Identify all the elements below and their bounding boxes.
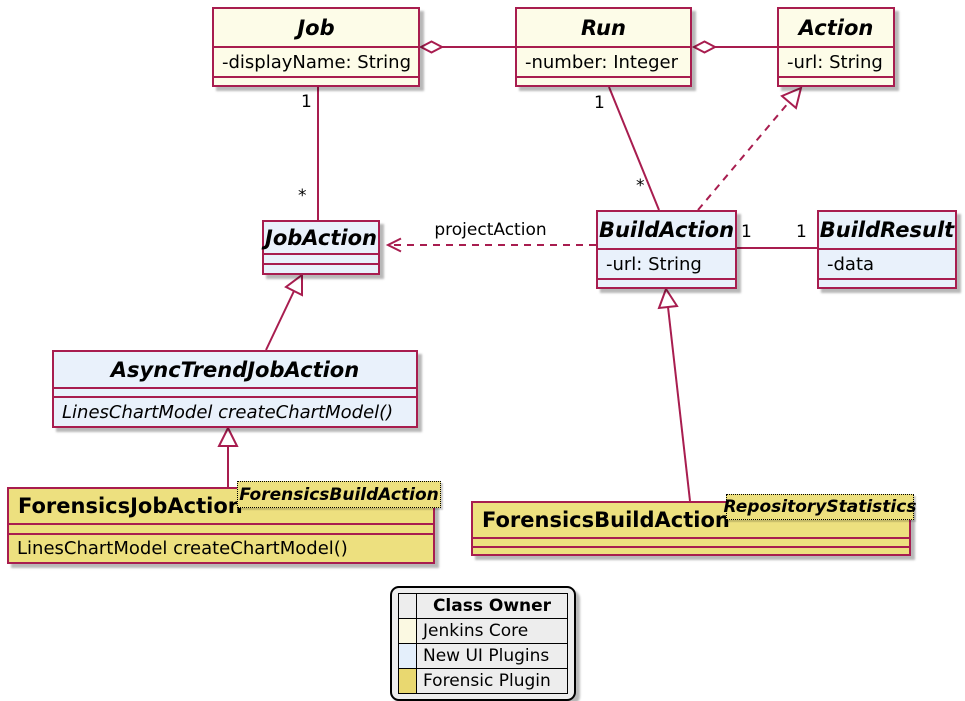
class-asynctrendjobaction-method: LinesChartModel createChartModel() — [54, 396, 416, 426]
class-job-name: Job — [297, 15, 335, 40]
class-buildaction: BuildAction -url: String — [596, 210, 737, 289]
legend-label-jenkins-core: Jenkins Core — [416, 618, 568, 644]
legend-title: Class Owner — [416, 593, 568, 619]
class-buildaction-attribute: -url: String — [598, 248, 735, 278]
class-jobaction: JobAction — [262, 220, 380, 275]
class-run: Run -number: Integer — [515, 7, 692, 87]
class-job-attribute: -displayName: String — [214, 46, 418, 76]
dependency-label-projectaction: projectAction — [434, 220, 547, 240]
edge-asynctrend-jobaction — [265, 290, 295, 351]
generalization-arrowhead-buildaction — [657, 286, 679, 310]
class-job-methods-empty — [214, 76, 418, 85]
legend-swatch-forensic-plugin — [398, 668, 417, 694]
class-forensicsjobaction-method: LinesChartModel createChartModel() — [9, 533, 433, 562]
multiplicity-buildresult-end: 1 — [796, 222, 807, 242]
class-forensicsbuildaction-name: ForensicsBuildAction — [482, 508, 730, 532]
legend-row-jenkins-core: Jenkins Core — [398, 618, 568, 644]
legend-row-forensic-plugin: Forensic Plugin — [398, 668, 568, 694]
generic-badge-forensicsbuildaction: RepositoryStatistics — [724, 494, 916, 520]
edge-forensicsbuild-buildaction — [667, 306, 691, 502]
multiplicity-buildaction-end: 1 — [741, 222, 752, 242]
class-buildaction-methods-empty — [598, 278, 735, 287]
edge-buildaction-action-realization — [697, 101, 790, 211]
class-asynctrendjobaction: AsyncTrendJobAction LinesChartModel crea… — [52, 350, 418, 428]
legend-row-new-ui-plugins: New UI Plugins — [398, 643, 568, 669]
class-forensicsjobaction: ForensicsJobAction LinesChartModel creat… — [7, 487, 435, 564]
generalization-arrowhead-jobaction — [284, 273, 303, 297]
legend-swatch-new-ui-plugins — [398, 643, 417, 669]
multiplicity-buildaction-star-end: * — [636, 176, 645, 196]
class-buildresult: BuildResult -data — [817, 210, 957, 289]
multiplicity-jobaction-end: * — [298, 186, 307, 206]
class-jobaction-name: JobAction — [265, 225, 377, 250]
multiplicity-run-end: 1 — [594, 93, 605, 113]
class-buildresult-name: BuildResult — [819, 218, 955, 242]
class-asynctrendjobaction-name: AsyncTrendJobAction — [110, 357, 360, 382]
class-action: Action -url: String — [777, 7, 895, 87]
legend: Class Owner Jenkins Core New UI Plugins … — [390, 586, 576, 701]
legend-swatch-jenkins-core — [398, 618, 417, 644]
multiplicity-job-end: 1 — [301, 92, 312, 112]
class-forensicsbuildaction-methods-empty — [473, 546, 909, 554]
generalization-arrowhead-asynctrend — [217, 425, 239, 447]
dependency-open-arrowhead — [385, 237, 402, 253]
class-jobaction-methods-empty — [264, 263, 378, 273]
class-jobaction-attrs-empty — [264, 253, 378, 263]
aggregation-diamond-run — [691, 40, 718, 54]
class-job: Job -displayName: String — [212, 7, 420, 87]
aggregation-diamond-job — [418, 40, 445, 54]
class-buildresult-methods-empty — [819, 278, 955, 287]
class-buildaction-name: BuildAction — [598, 218, 735, 242]
class-forensicsjobaction-attrs-empty — [9, 523, 433, 533]
class-action-methods-empty — [779, 76, 893, 85]
generic-badge-forensicsjobaction: ForensicsBuildAction — [237, 481, 441, 508]
class-run-methods-empty — [517, 76, 690, 85]
legend-label-forensic-plugin: Forensic Plugin — [416, 668, 568, 694]
class-action-attribute: -url: String — [779, 46, 893, 76]
class-asynctrendjobaction-attrs-empty — [54, 387, 416, 396]
legend-label-new-ui-plugins: New UI Plugins — [416, 643, 568, 669]
legend-table: Class Owner Jenkins Core New UI Plugins … — [398, 593, 568, 694]
class-action-name: Action — [798, 15, 874, 40]
class-forensicsbuildaction-attrs-empty — [473, 537, 909, 546]
realization-arrowhead-action — [780, 86, 803, 110]
class-run-name: Run — [581, 15, 626, 40]
class-run-attribute: -number: Integer — [517, 46, 690, 76]
class-buildresult-attribute: -data — [819, 248, 955, 278]
edge-run-buildaction — [608, 86, 660, 211]
legend-header-row: Class Owner — [398, 593, 568, 619]
legend-header-swatch — [398, 593, 417, 619]
class-forensicsjobaction-name: ForensicsJobAction — [18, 494, 243, 518]
